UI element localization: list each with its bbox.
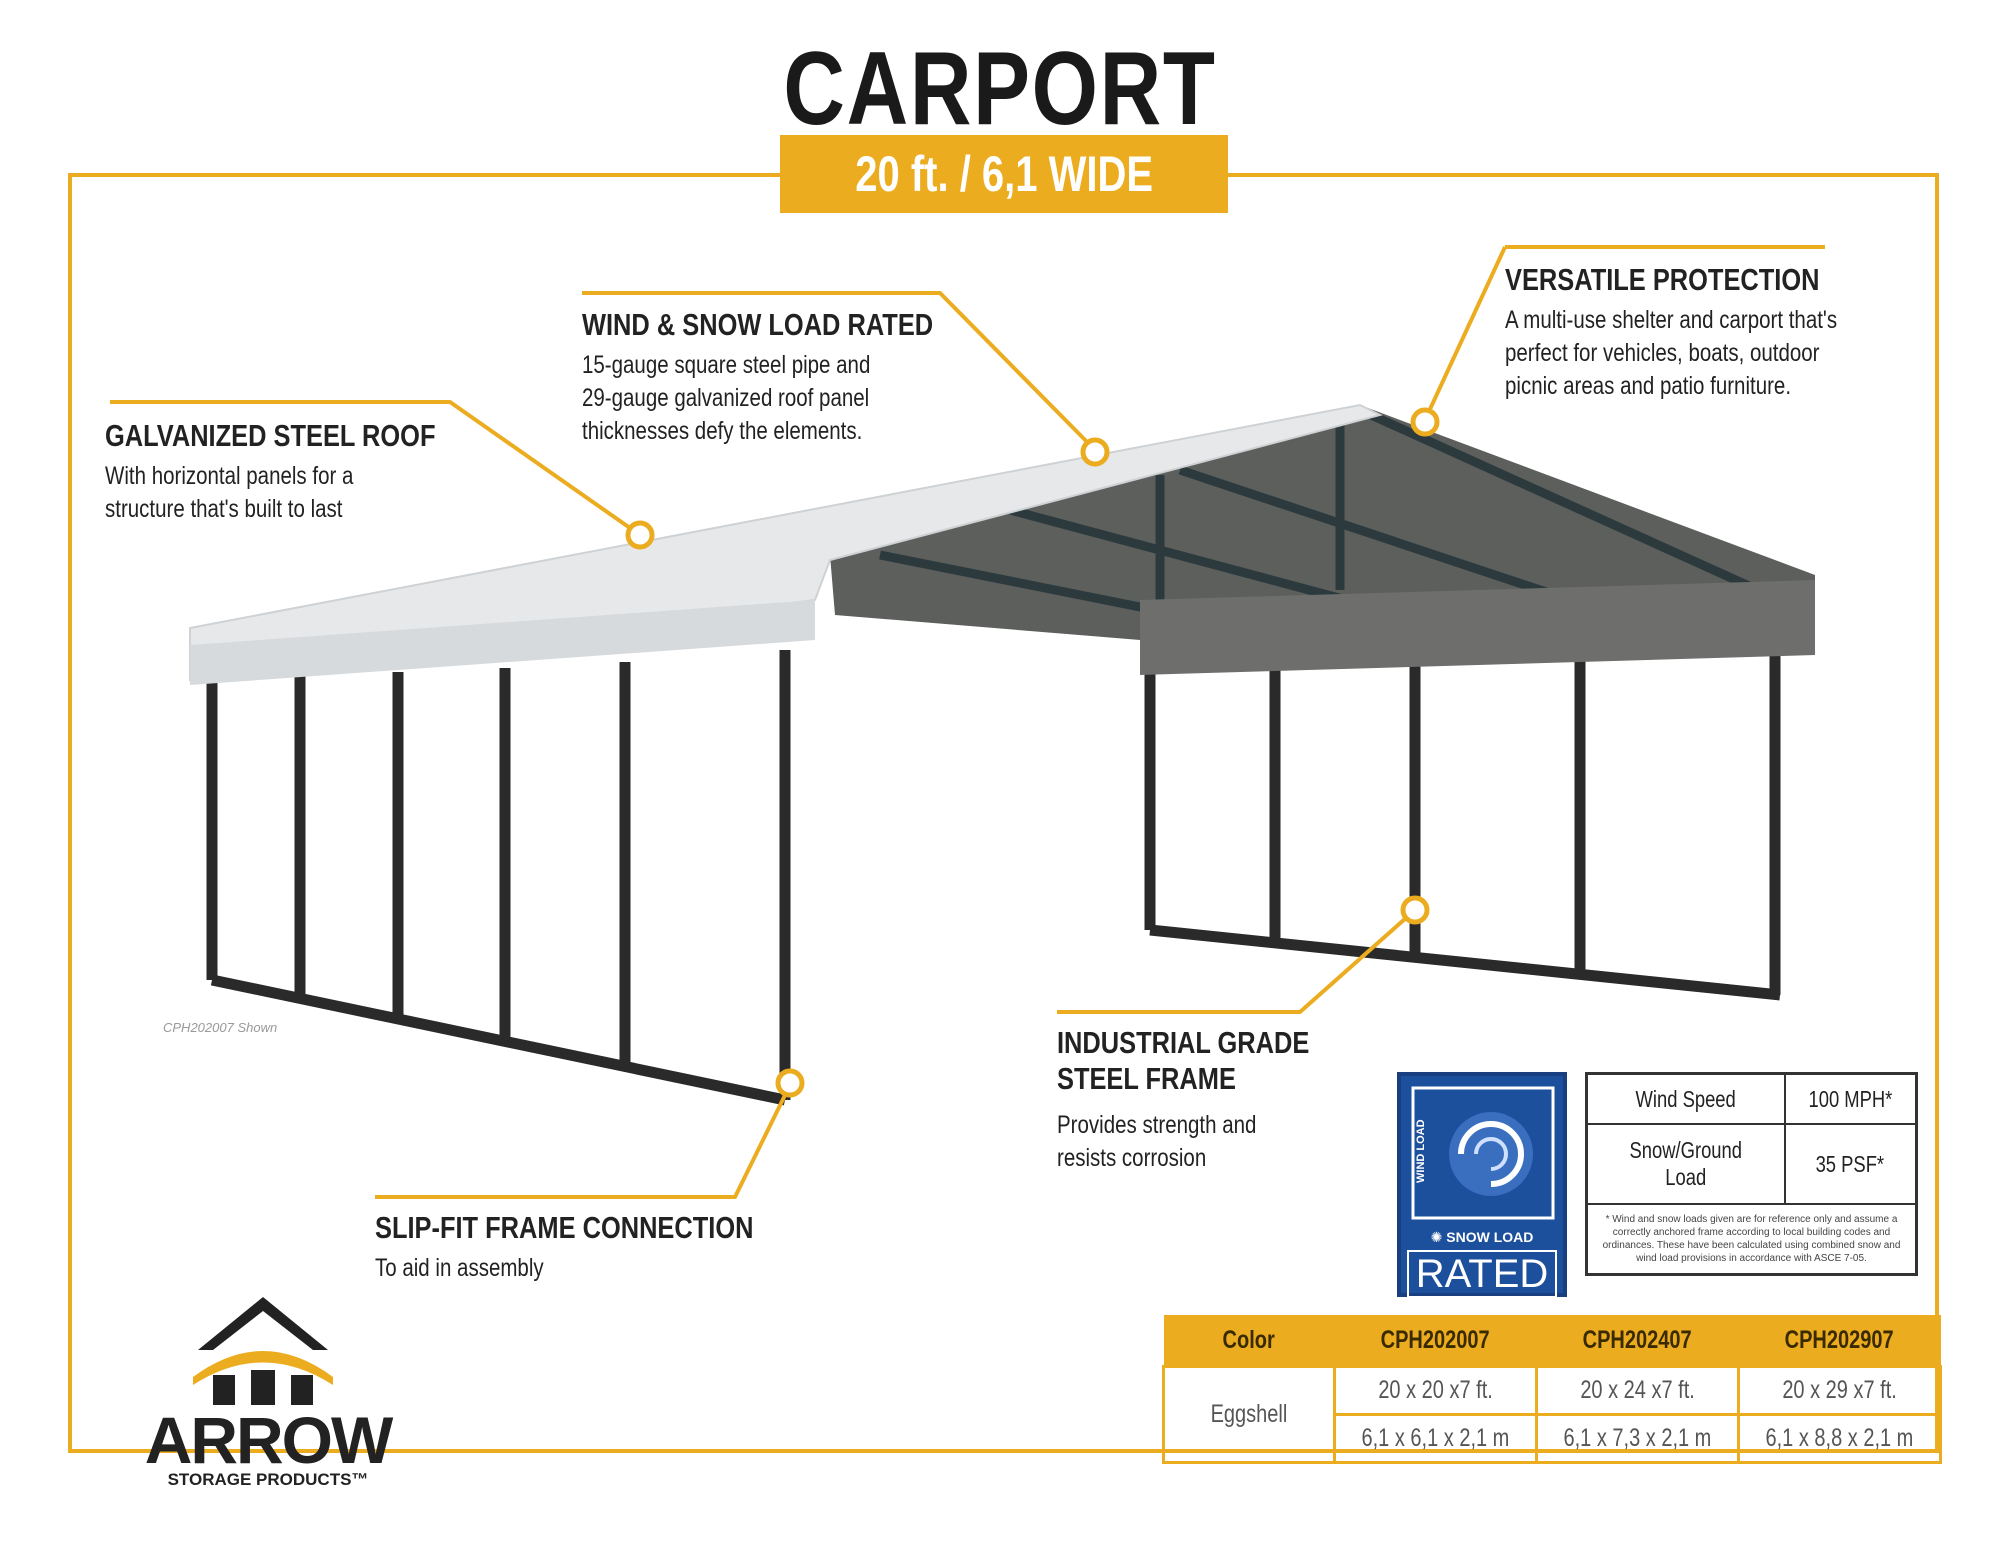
load-spec-table: Wind Speed 100 MPH* Snow/Ground Load 35 PS… bbox=[1585, 1072, 1918, 1276]
callout-load-rated: WIND & SNOW LOAD RATED 15-gauge square s… bbox=[582, 307, 1010, 448]
spec-value: 100 MPH* bbox=[1808, 1085, 1893, 1112]
border-top-left bbox=[68, 173, 780, 177]
roof-right-fascia bbox=[1140, 580, 1815, 675]
leader-lines bbox=[110, 245, 1825, 1199]
callout-dots bbox=[625, 407, 1440, 1098]
model-caption: CPH202007 Shown bbox=[163, 1020, 278, 1035]
house-roof-icon bbox=[193, 1297, 333, 1405]
roof-left-fascia bbox=[190, 600, 815, 685]
table-row: * Wind and snow loads given are for refe… bbox=[1585, 1203, 1918, 1276]
logo-name: ARROW bbox=[144, 1403, 394, 1477]
wind-load-text: WIND LOAD bbox=[1415, 1119, 1427, 1183]
callout-title: VERSATILE PROTECTION bbox=[1505, 262, 1820, 297]
callout-title: SLIP-FIT FRAME CONNECTION bbox=[375, 1210, 754, 1245]
arrow-logo: ARROW STORAGE PRODUCTS™ bbox=[118, 1295, 418, 1489]
border-top-right bbox=[1228, 173, 1939, 177]
color-cell: Eggshell bbox=[1210, 1400, 1288, 1428]
spec-footnote: * Wind and snow loads given are for refe… bbox=[1585, 1203, 1918, 1276]
spec-label: Wind Speed bbox=[1635, 1085, 1736, 1112]
wind-swirl-icon bbox=[1411, 1086, 1555, 1220]
width-banner-text: 20 ft. / 6,1 WIDE bbox=[855, 146, 1153, 202]
page-title: CARPORT bbox=[783, 31, 1217, 147]
width-banner: 20 ft. / 6,1 WIDE bbox=[780, 135, 1228, 213]
callout-slip-fit: SLIP-FIT FRAME CONNECTION To aid in asse… bbox=[375, 1210, 837, 1285]
rated-text: RATED bbox=[1407, 1250, 1557, 1298]
table-row: Wind Speed 100 MPH* bbox=[1585, 1072, 1918, 1125]
callout-text: To aid in assembly bbox=[375, 1254, 544, 1282]
callout-title: GALVANIZED STEEL ROOF bbox=[105, 418, 436, 453]
carport-frame bbox=[206, 600, 1781, 1106]
callout-versatile: VERSATILE PROTECTION A multi-use shelter… bbox=[1505, 262, 1910, 403]
logo-sub: STORAGE PRODUCTS™ bbox=[167, 1470, 369, 1489]
snow-load-text: ✺ SNOW LOAD bbox=[1430, 1229, 1534, 1245]
callout-title: WIND & SNOW LOAD RATED bbox=[582, 307, 934, 342]
border-frame bbox=[68, 173, 1939, 1453]
spec-value: 35 PSF* bbox=[1815, 1150, 1885, 1177]
spec-label: Snow/Ground Load bbox=[1629, 1137, 1742, 1190]
table-row: Snow/Ground Load 35 PSF* bbox=[1585, 1123, 1918, 1205]
wind-snow-rated-badge: WIND LOAD ✺ SNOW LOAD RATED bbox=[1397, 1072, 1567, 1298]
callout-galvanized-roof: GALVANIZED STEEL ROOF With horizontal pa… bbox=[105, 418, 508, 526]
